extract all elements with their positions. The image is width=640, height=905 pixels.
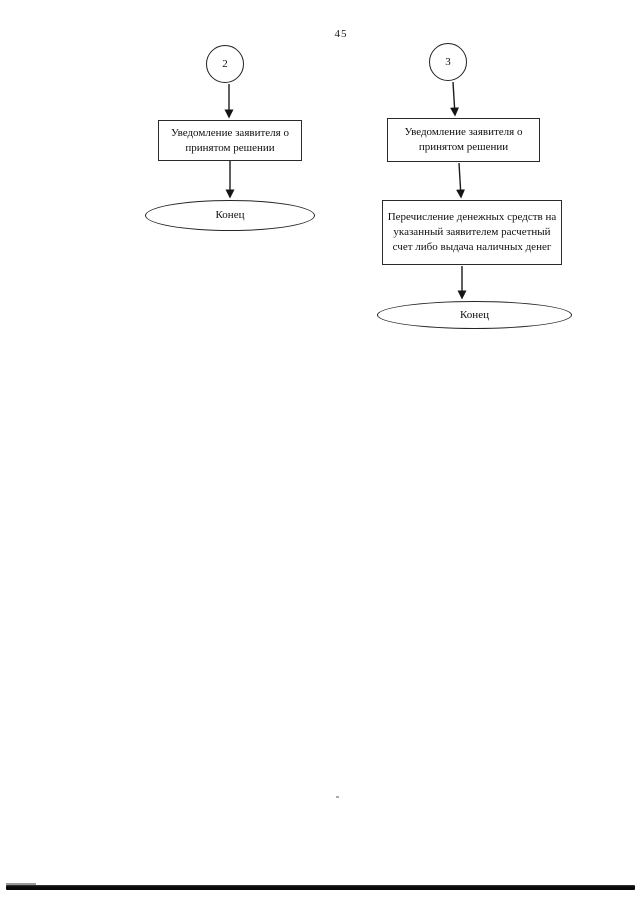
flow-arrow (450, 81, 460, 117)
page-bottom-rule (6, 885, 635, 890)
process-box-transfer-funds: Перечисление денежных средств на указанн… (382, 200, 562, 265)
page-number: 45 (334, 28, 348, 40)
flow-connector-2: 2 (206, 45, 244, 83)
process-box-notify-left: Уведомление заявителя о принятом решении (158, 120, 302, 161)
flow-connector-3: 3 (429, 43, 467, 81)
scan-smudge (6, 883, 36, 885)
terminator-end-right: Конец (377, 301, 572, 329)
scan-speck (336, 796, 339, 798)
terminator-end-left: Конец (145, 200, 315, 231)
process-box-notify-right: Уведомление заявителя о принятом решении (387, 118, 540, 162)
flow-arrow (456, 162, 466, 199)
